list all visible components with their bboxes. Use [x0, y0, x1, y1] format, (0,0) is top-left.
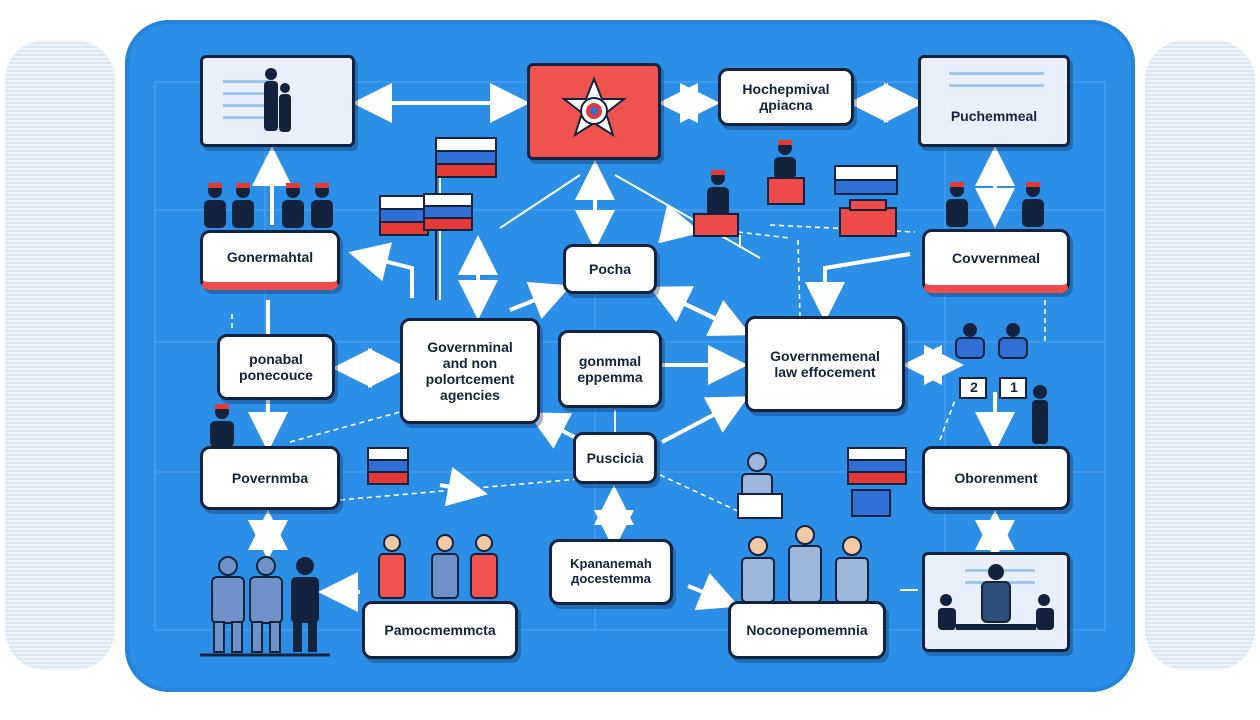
badge-number-2: 1: [1010, 379, 1018, 395]
node-left-lower-label: Povernmba: [231, 469, 309, 486]
node-left-upper-label: Gonermahtal: [226, 249, 314, 266]
node-bottom-left[interactable]: Pamocmemmcta: [362, 601, 518, 659]
node-top-right-label: Puchemmeal: [950, 108, 1038, 124]
node-center-right[interactable]: Governmemenal law effocement: [745, 316, 905, 412]
officer-cap-icon: [208, 140, 1040, 409]
node-top-header-label: Hochepmival дрiacna: [742, 80, 830, 113]
node-left-mid[interactable]: ponabal ponecouce: [217, 334, 335, 400]
russian-flag-icon: [847, 447, 907, 517]
node-bottom-center-label: Kpananemah дocestemma: [570, 556, 652, 586]
node-right-lower[interactable]: Oborenment: [922, 446, 1070, 510]
node-bottom-left-label: Pamocmemmcta: [384, 621, 496, 638]
worker-figure-icon: [200, 556, 330, 657]
node-center-small[interactable]: gonmmal eppemma: [558, 330, 662, 408]
officer-at-desk-icon: [737, 452, 783, 519]
node-top-right-panel[interactable]: Puchemmeal: [918, 55, 1070, 147]
node-center-right-label: Governmemenal law effocement: [770, 347, 880, 380]
police-emblem-panel: [527, 63, 661, 160]
right-side-panel: [1145, 40, 1255, 670]
node-center-low-label: Puscicia: [586, 449, 644, 466]
node-center-main-label: Governminal and non polortcement agencie…: [425, 338, 515, 404]
node-top-header[interactable]: Hochepmival дрiacna: [718, 68, 854, 126]
node-left-mid-label: ponabal ponecouce: [239, 350, 313, 383]
russian-flag-icon: [379, 193, 473, 236]
police-emblem-icon: [561, 76, 627, 138]
node-bottom-center[interactable]: Kpananemah дocestemma: [549, 539, 673, 605]
node-bottom-right-label: Noconepomemnia: [746, 621, 868, 638]
podium-icon: [693, 177, 805, 237]
worker-figure-icon: [378, 534, 498, 599]
node-right-upper[interactable]: Covvernmeal: [922, 229, 1070, 293]
node-center-low[interactable]: Puscicia: [573, 432, 657, 484]
node-center-main[interactable]: Governminal and non polortcement agencie…: [400, 318, 540, 424]
russian-flag-icon: [834, 165, 898, 237]
node-left-lower[interactable]: Povernmba: [200, 446, 340, 510]
node-center-top-label: Pocha: [588, 260, 631, 277]
node-center-small-label: gonmmal eppemma: [577, 352, 643, 385]
worker-figure-icon: [741, 525, 869, 603]
meeting-panel: [922, 552, 1070, 652]
node-right-upper-label: Covvernmeal: [952, 250, 1040, 267]
russian-flag-icon: [367, 447, 409, 485]
badge-number-1: 2: [970, 379, 978, 395]
officials-with-badges: [955, 323, 1028, 399]
russian-flag-icon: [435, 137, 497, 300]
node-center-top[interactable]: Pocha: [563, 244, 657, 294]
node-left-upper[interactable]: Gonermahtal: [200, 230, 340, 290]
node-right-lower-label: Oborenment: [954, 469, 1038, 486]
left-side-panel: [5, 40, 115, 670]
meeting-icon: [938, 564, 1054, 630]
org-panel-top-left: [200, 55, 355, 147]
node-bottom-right[interactable]: Noconepomemnia: [728, 601, 886, 659]
officials-silhouette-icon: [264, 68, 291, 132]
